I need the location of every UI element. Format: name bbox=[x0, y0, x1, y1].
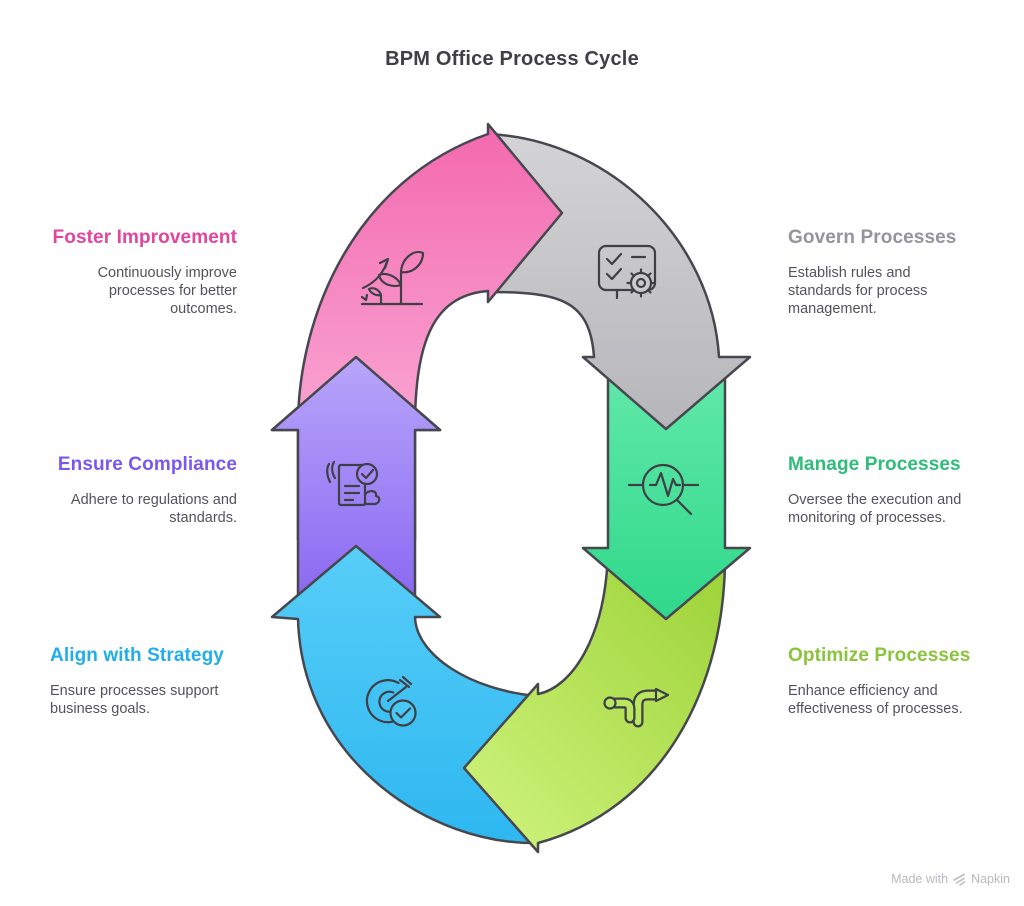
step-ensure-compliance-description: Adhere to regulations and standards. bbox=[70, 492, 237, 526]
step-foster-improvement: Foster Improvement Continuously improve … bbox=[15, 226, 237, 318]
page-title: BPM Office Process Cycle bbox=[385, 48, 639, 70]
document-check-icon bbox=[326, 460, 381, 507]
route-arrows-icon bbox=[603, 687, 670, 728]
step-align-with-strategy-description: Ensure processes support business goals. bbox=[50, 683, 219, 717]
step-foster-improvement-description: Continuously improve processes for bette… bbox=[97, 265, 237, 317]
watermark-text: Made with bbox=[891, 872, 949, 886]
step-ensure-compliance-title: Ensure Compliance bbox=[57, 454, 237, 475]
step-govern-processes-title: Govern Processes bbox=[788, 227, 957, 248]
growth-icon bbox=[360, 250, 425, 306]
step-govern-processes-description: Establish rules and standards for proces… bbox=[788, 265, 928, 317]
napkin-logo-icon bbox=[953, 873, 966, 886]
step-manage-processes-description: Oversee the execution and monitoring of … bbox=[788, 492, 962, 526]
step-optimize-processes: Optimize Processes Enhance efficiency an… bbox=[788, 644, 1003, 718]
pulse-magnifier-icon bbox=[627, 463, 700, 516]
watermark-brand: Napkin bbox=[971, 872, 1010, 886]
step-ensure-compliance: Ensure Compliance Adhere to regulations … bbox=[15, 453, 237, 527]
arrow-ensure-compliance-head-overlap bbox=[270, 355, 442, 540]
step-optimize-processes-description: Enhance efficiency and effectiveness of … bbox=[788, 683, 963, 717]
step-manage-processes: Manage Processes Oversee the execution a… bbox=[788, 453, 1003, 527]
step-govern-processes: Govern Processes Establish rules and sta… bbox=[788, 226, 1003, 318]
step-optimize-processes-title: Optimize Processes bbox=[788, 645, 971, 666]
napkin-watermark[interactable]: Made with Napkin bbox=[891, 872, 1010, 886]
step-foster-improvement-title: Foster Improvement bbox=[52, 227, 237, 248]
target-check-icon bbox=[365, 675, 417, 727]
step-manage-processes-title: Manage Processes bbox=[788, 454, 961, 475]
step-align-with-strategy-title: Align with Strategy bbox=[50, 645, 224, 666]
arrow-foster-improvement bbox=[296, 122, 564, 428]
checklist-gear-icon bbox=[597, 244, 657, 300]
step-align-with-strategy: Align with Strategy Ensure processes sup… bbox=[50, 644, 282, 718]
arrow-optimize-processes bbox=[462, 548, 727, 854]
